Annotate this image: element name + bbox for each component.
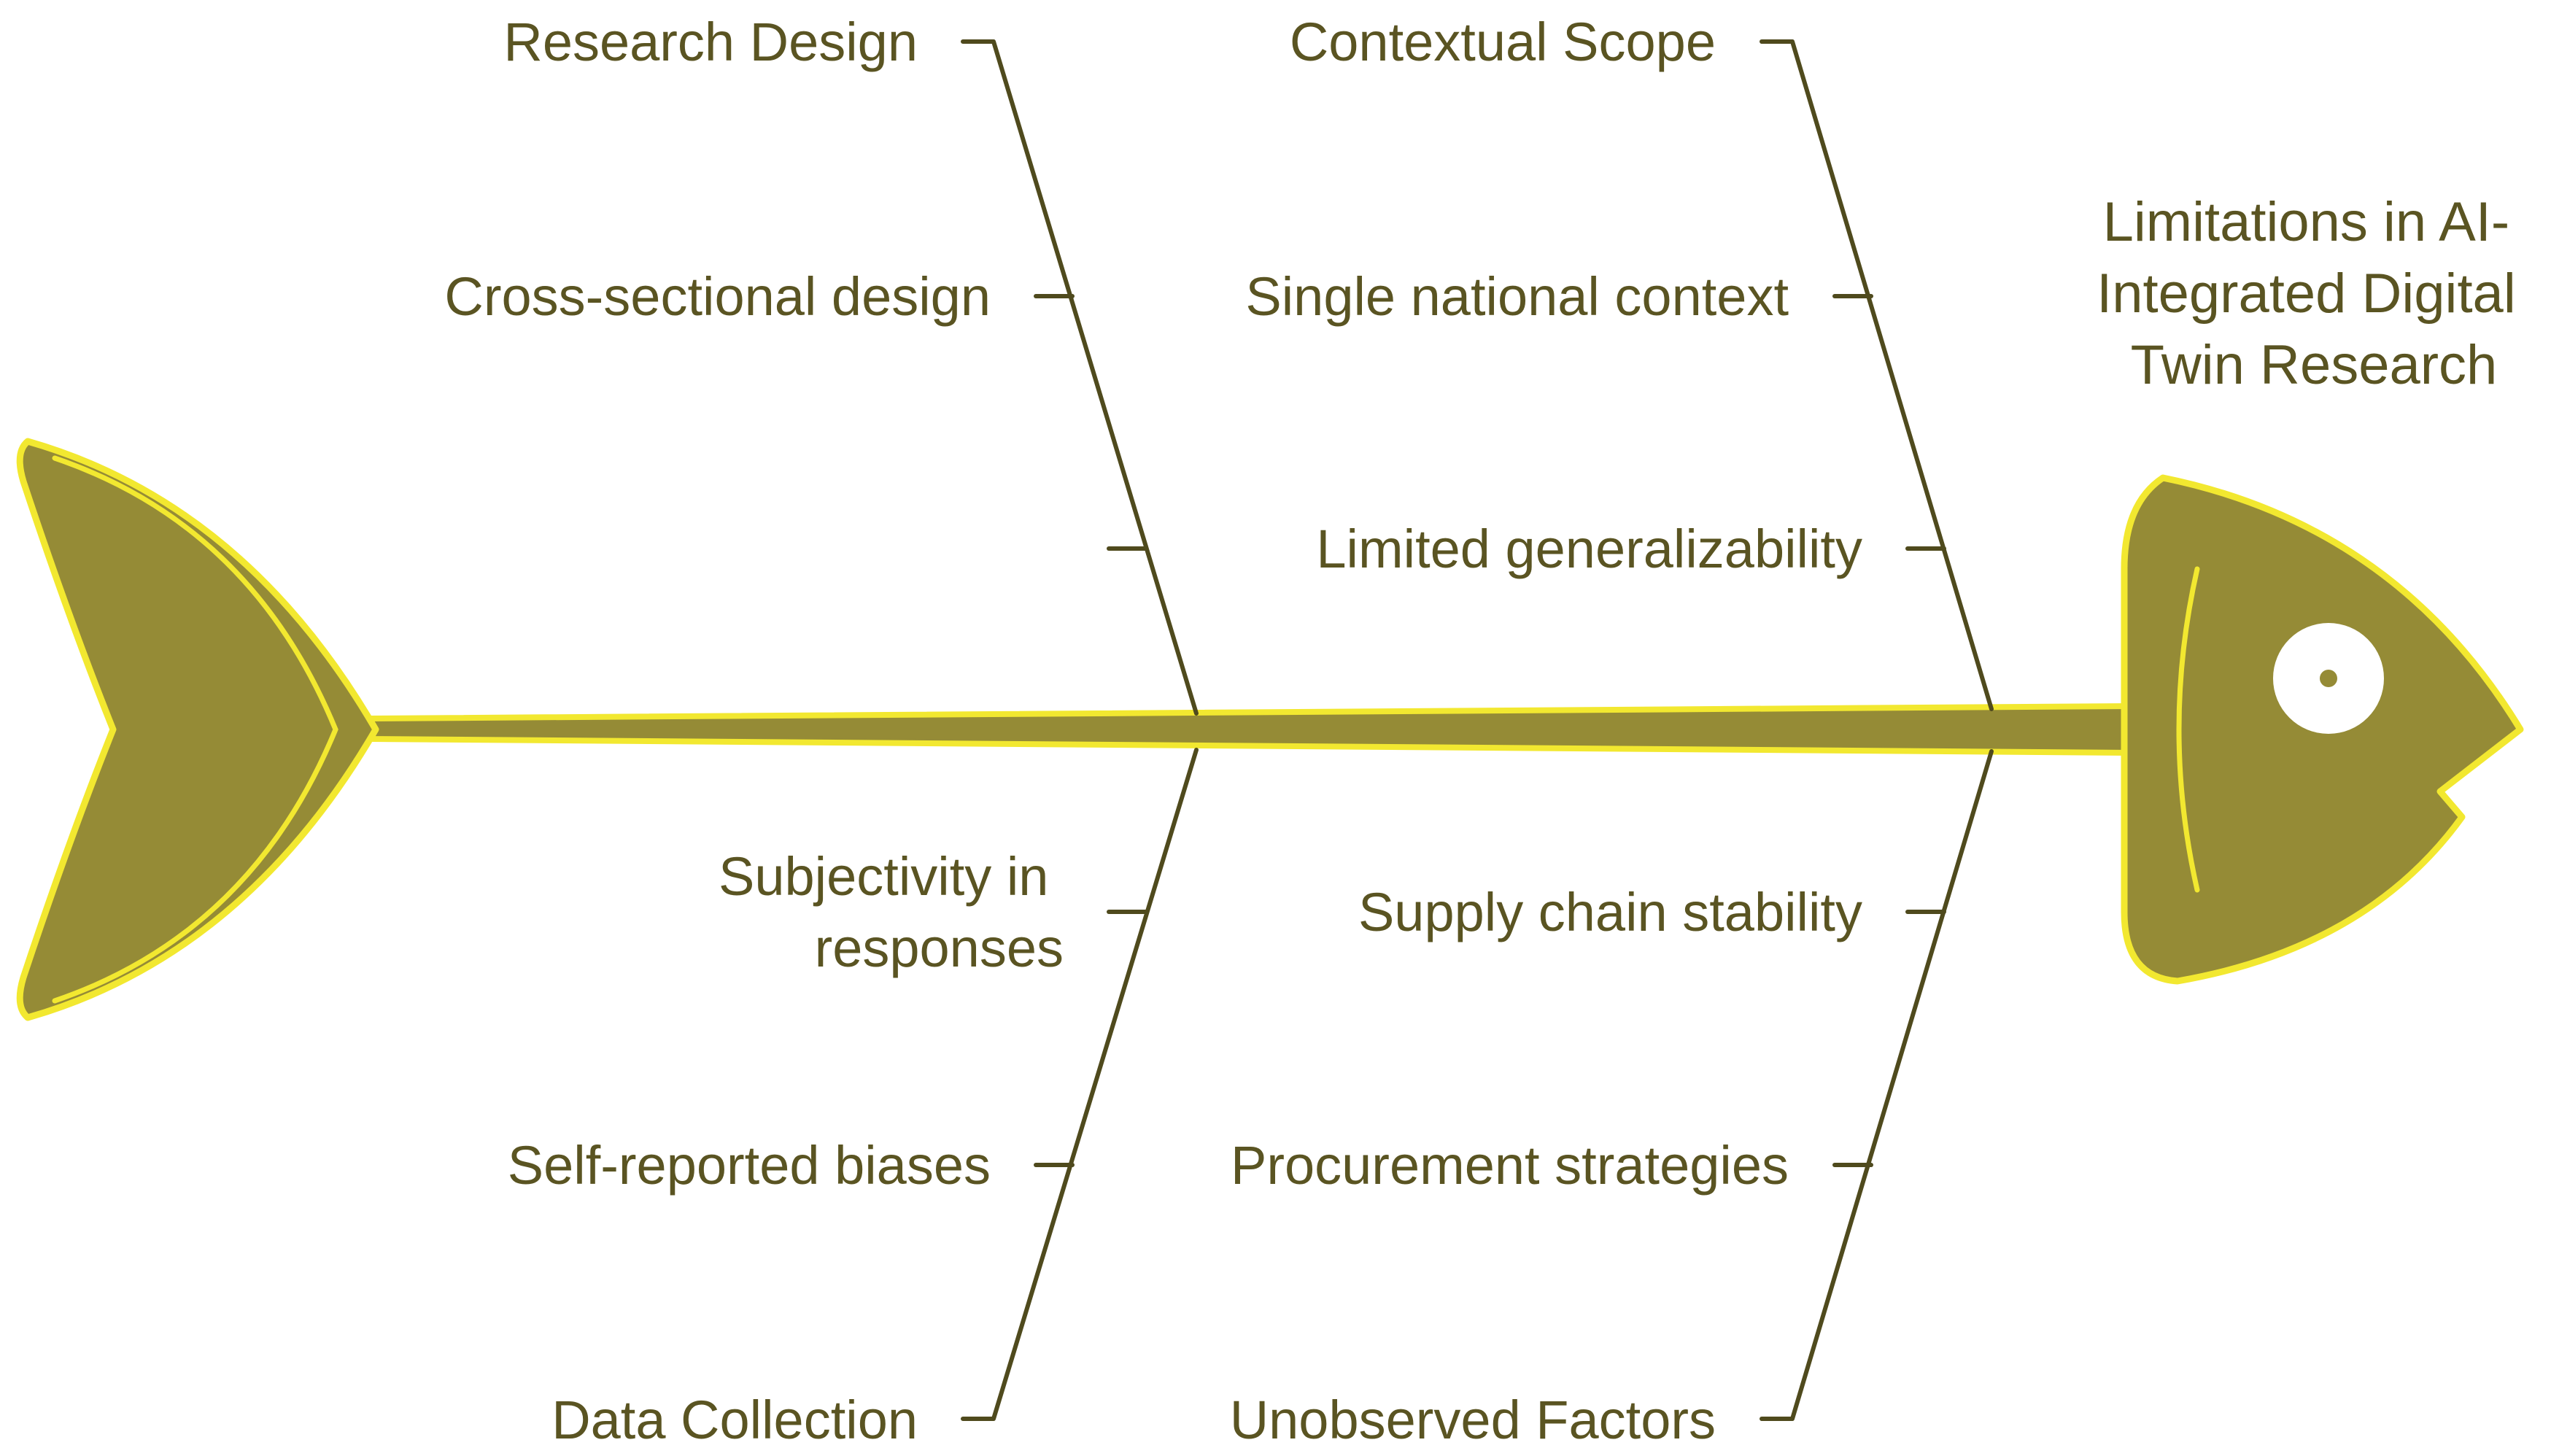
- bone-data-collection: [961, 748, 1199, 1421]
- cause-self-reported-biases: Self-reported biases: [508, 1135, 991, 1196]
- effect-title-line-3: Twin Research: [2131, 334, 2498, 396]
- category-contextual-scope: Contextual Scope: [1290, 12, 1716, 72]
- category-unobserved-factors: Unobserved Factors: [1230, 1390, 1716, 1450]
- cause-subjectivity-line-1: Subjectivity in: [719, 846, 1048, 907]
- effect-title: Limitations in AI- Integrated Digital Tw…: [2097, 191, 2531, 396]
- category-research-design: Research Design: [503, 12, 918, 72]
- cause-subjectivity-line-2: responses: [815, 918, 1064, 978]
- cause-procurement-strategies: Procurement strategies: [1231, 1135, 1789, 1196]
- bone-unobserved-factors: [1760, 749, 1994, 1421]
- category-data-collection: Data Collection: [551, 1390, 918, 1450]
- effect-title-line-2: Integrated Digital: [2097, 263, 2516, 325]
- cause-cross-sectional-design: Cross-sectional design: [444, 266, 991, 327]
- bone-research-design: [961, 39, 1199, 716]
- cause-subjectivity-in-responses: Subjectivity in responses: [719, 846, 1064, 978]
- cause-single-national-context: Single national context: [1245, 266, 1789, 327]
- fish-tail-icon: [16, 438, 379, 1021]
- cause-limited-generalizability: Limited generalizability: [1316, 519, 1862, 579]
- fish-eye-pupil: [2320, 670, 2337, 687]
- spine: [365, 703, 2133, 756]
- effect-title-line-1: Limitations in AI-: [2103, 191, 2510, 253]
- bone-contextual-scope: [1760, 39, 1994, 711]
- fish-head-icon: [2121, 474, 2524, 985]
- cause-supply-chain-stability: Supply chain stability: [1358, 882, 1862, 942]
